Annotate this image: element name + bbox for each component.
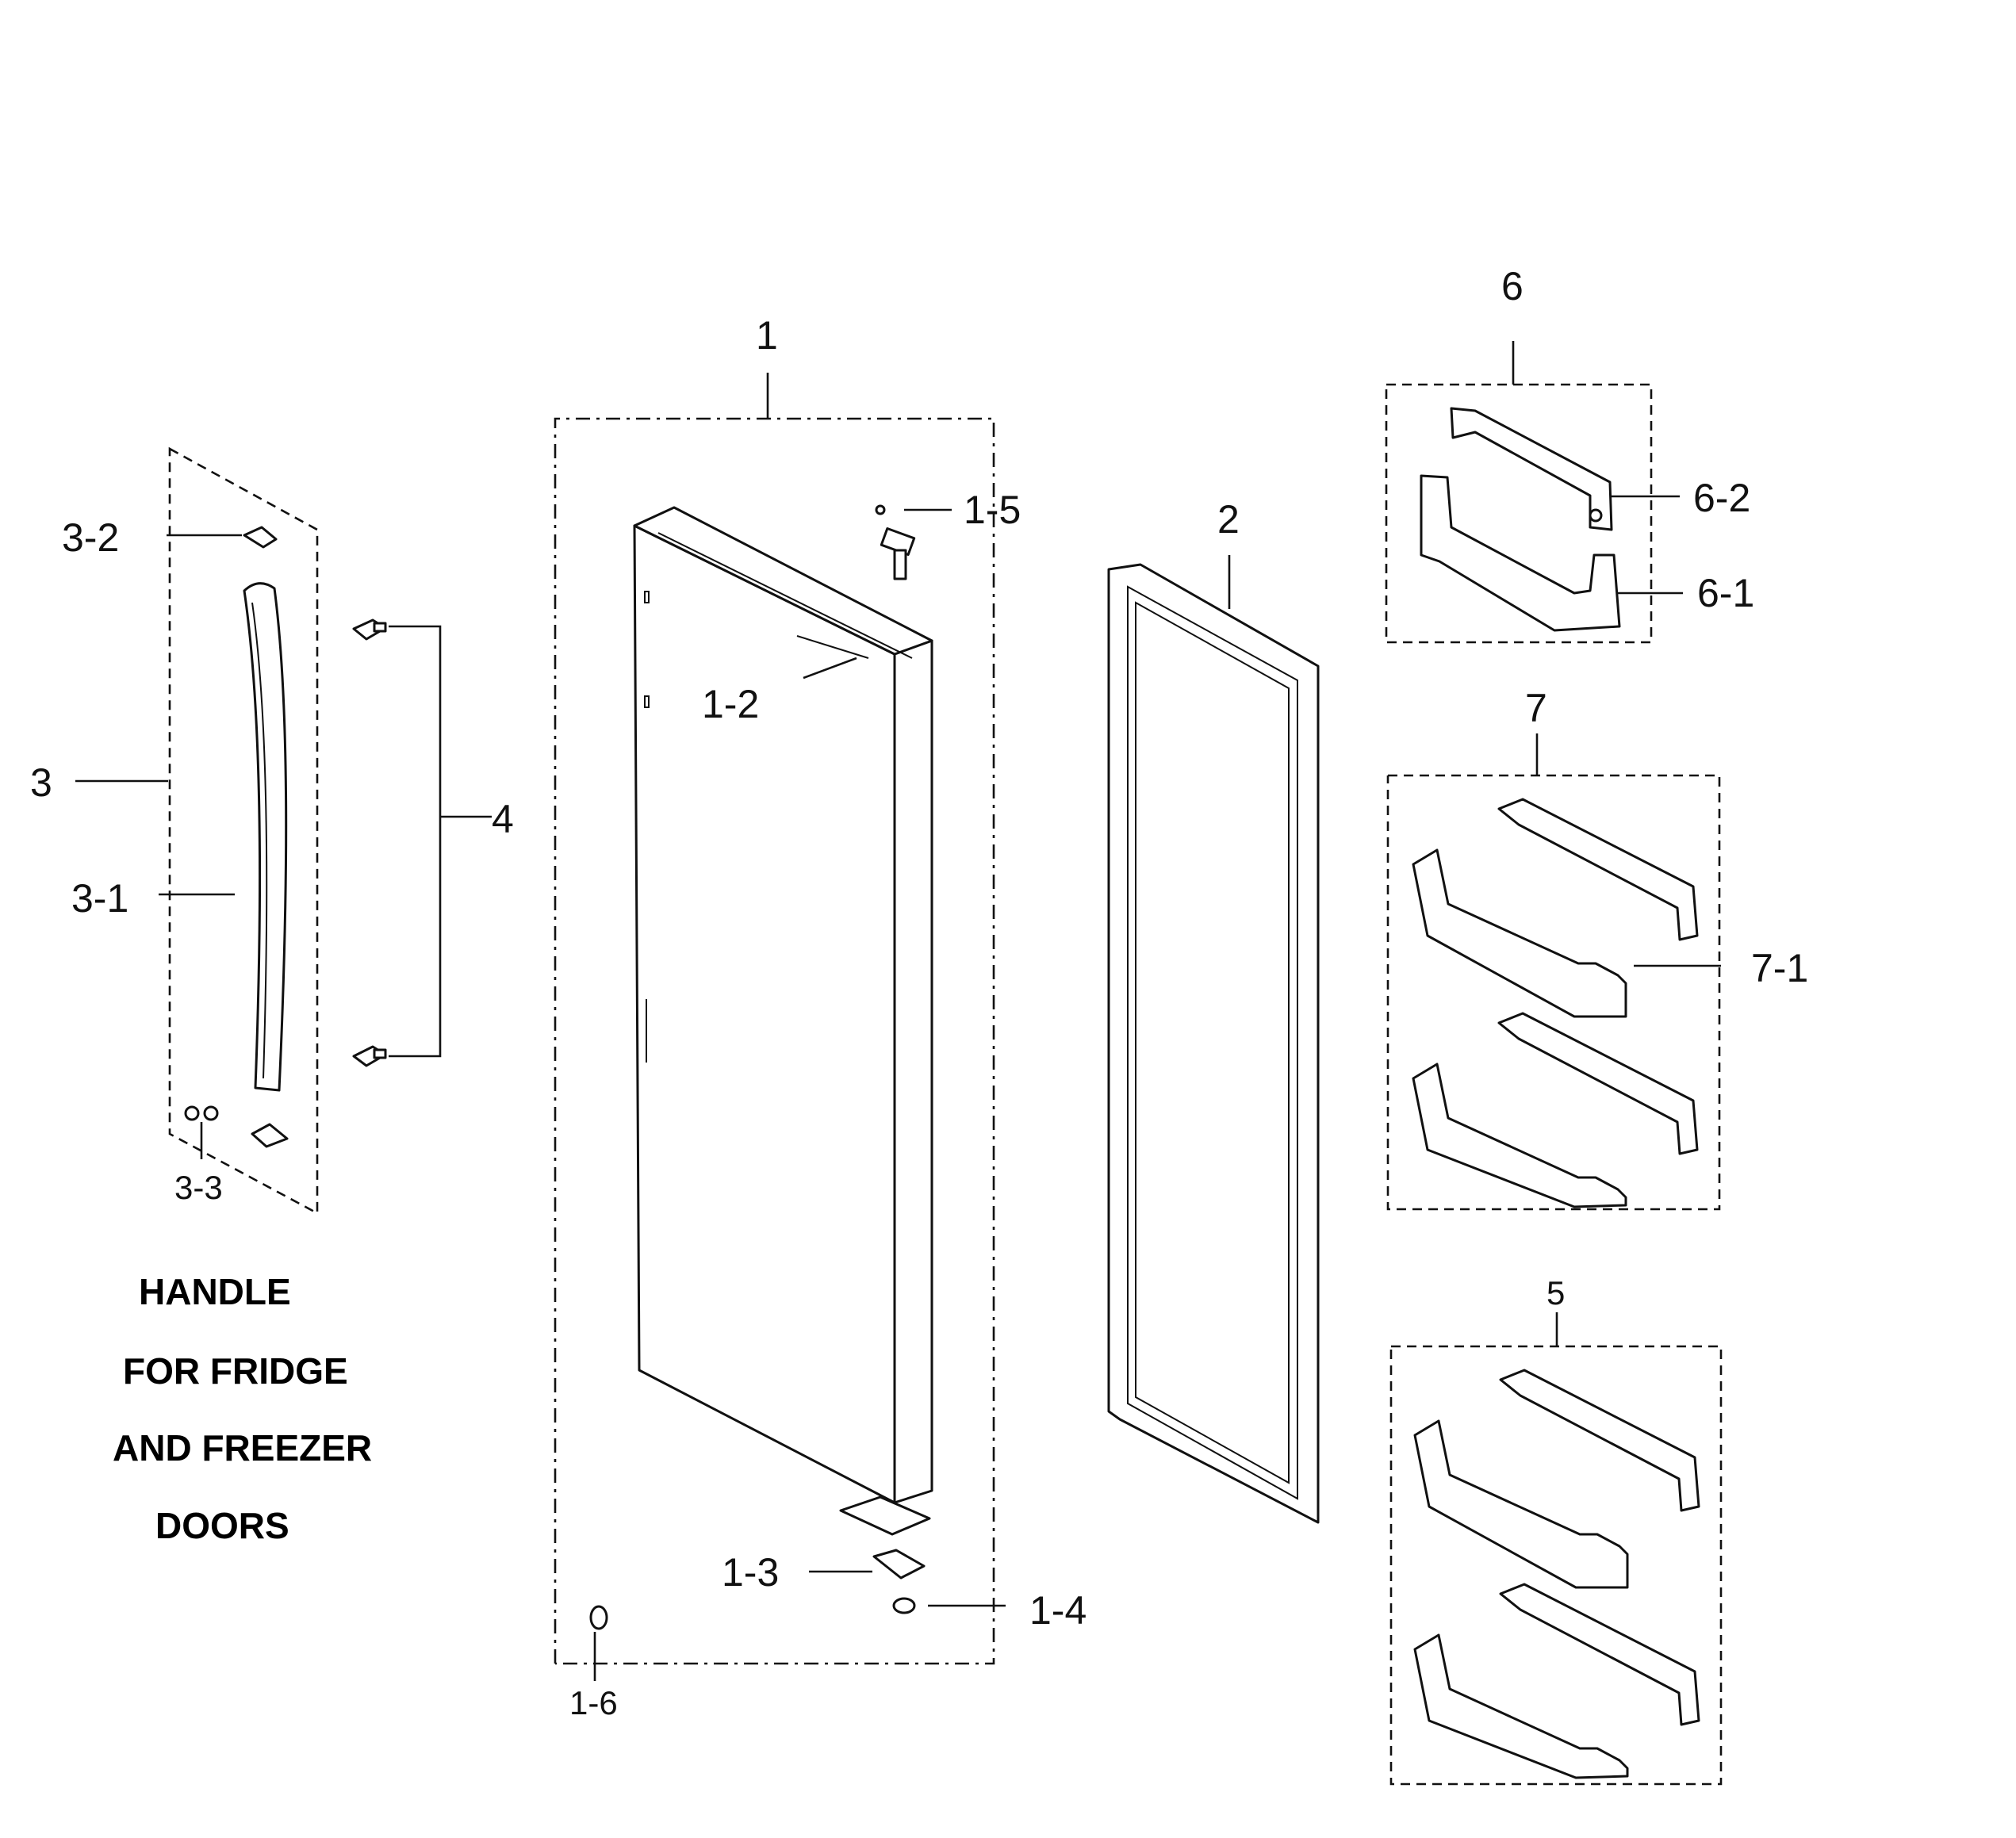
bin-cover [1450,407,1613,531]
door-top-face [633,506,933,656]
handle-assembly-boundary [168,446,319,1216]
handle-end-cap-top [243,526,278,549]
handle-end-cap-bottom [251,1123,289,1148]
caption-line-4: DOORS [155,1505,289,1546]
handle-assembly [168,446,319,1216]
bin-7b-front [1412,1063,1627,1208]
callout-6: 6 [1501,264,1523,308]
door-brand-plate [796,635,869,659]
callout-1-4: 1-4 [1029,1588,1087,1633]
handle-bar-edge [251,602,268,1079]
callout-2: 2 [1217,497,1240,542]
handle-bolts [352,618,492,1067]
bin-7a-front [1412,848,1627,1018]
callout-3-2: 3-2 [62,515,119,560]
caption-line-1: HANDLE [139,1271,291,1312]
bin-5b-front [1413,1633,1629,1779]
bin-5b-back [1499,1583,1700,1726]
door-assembly [554,373,1006,1681]
door-gasket [1107,555,1320,1524]
callout-5: 5 [1546,1274,1565,1311]
callout-1-5: 1-5 [964,488,1021,532]
bin-group-6 [1385,341,1683,644]
screw-3-3-a [184,1105,200,1121]
caption-line-2: FOR FRIDGE [123,1350,348,1392]
top-hinge-screw [875,504,886,515]
bolt-bottom-shank [373,1048,387,1059]
door-side-face [893,639,933,1504]
bottom-hinge-bracket [872,1549,926,1580]
callout-3-3: 3-3 [174,1169,223,1206]
bin-5a-back [1499,1369,1700,1512]
callout-1-3: 1-3 [722,1550,779,1595]
callout-1-2: 1-2 [702,682,759,726]
door-top-groove [657,532,913,659]
bin-group-7 [1386,733,1721,1211]
bin-group-5 [1389,1312,1723,1786]
door-front-face [633,524,896,1504]
bottom-hinge-plate [839,1495,931,1536]
bin-group-7-boundary [1386,774,1721,1211]
bin-group-6-boundary [1385,383,1653,644]
callout-7: 7 [1525,686,1547,730]
gasket-inner [1127,585,1298,1500]
bolt-top-shank [373,622,387,633]
bolt-bracket-line [389,625,442,1058]
leader-1-2 [803,657,857,680]
screw-1-6 [589,1605,608,1630]
handle-bar [243,582,288,1092]
bin-7a-back [1497,798,1699,941]
callout-7-1: 7-1 [1751,946,1808,990]
callout-6-2: 6-2 [1693,476,1750,520]
bin-group-5-boundary [1389,1345,1723,1786]
callout-6-1: 6-1 [1697,571,1754,615]
caption-line-3: AND FREEZER [113,1427,372,1468]
bin-tray [1420,474,1621,632]
bottom-hinge-cap [892,1597,916,1614]
door-mark-b [644,695,650,708]
door-assembly-boundary [554,417,995,1665]
callout-3-1: 3-1 [71,876,128,921]
bin-5a-front [1413,1419,1629,1589]
callout-4: 4 [492,797,514,841]
top-hinge-pin [893,549,907,580]
door-mark-a [644,591,650,603]
gasket-inner-edge [1135,601,1290,1484]
gasket-outer [1107,563,1320,1524]
callout-3: 3 [30,760,52,805]
screw-3-3-b [203,1105,219,1121]
callout-1-6: 1-6 [569,1684,618,1721]
bin-cover-clip [1589,508,1603,523]
bin-7b-back [1497,1012,1699,1155]
callout-1: 1 [756,313,778,358]
